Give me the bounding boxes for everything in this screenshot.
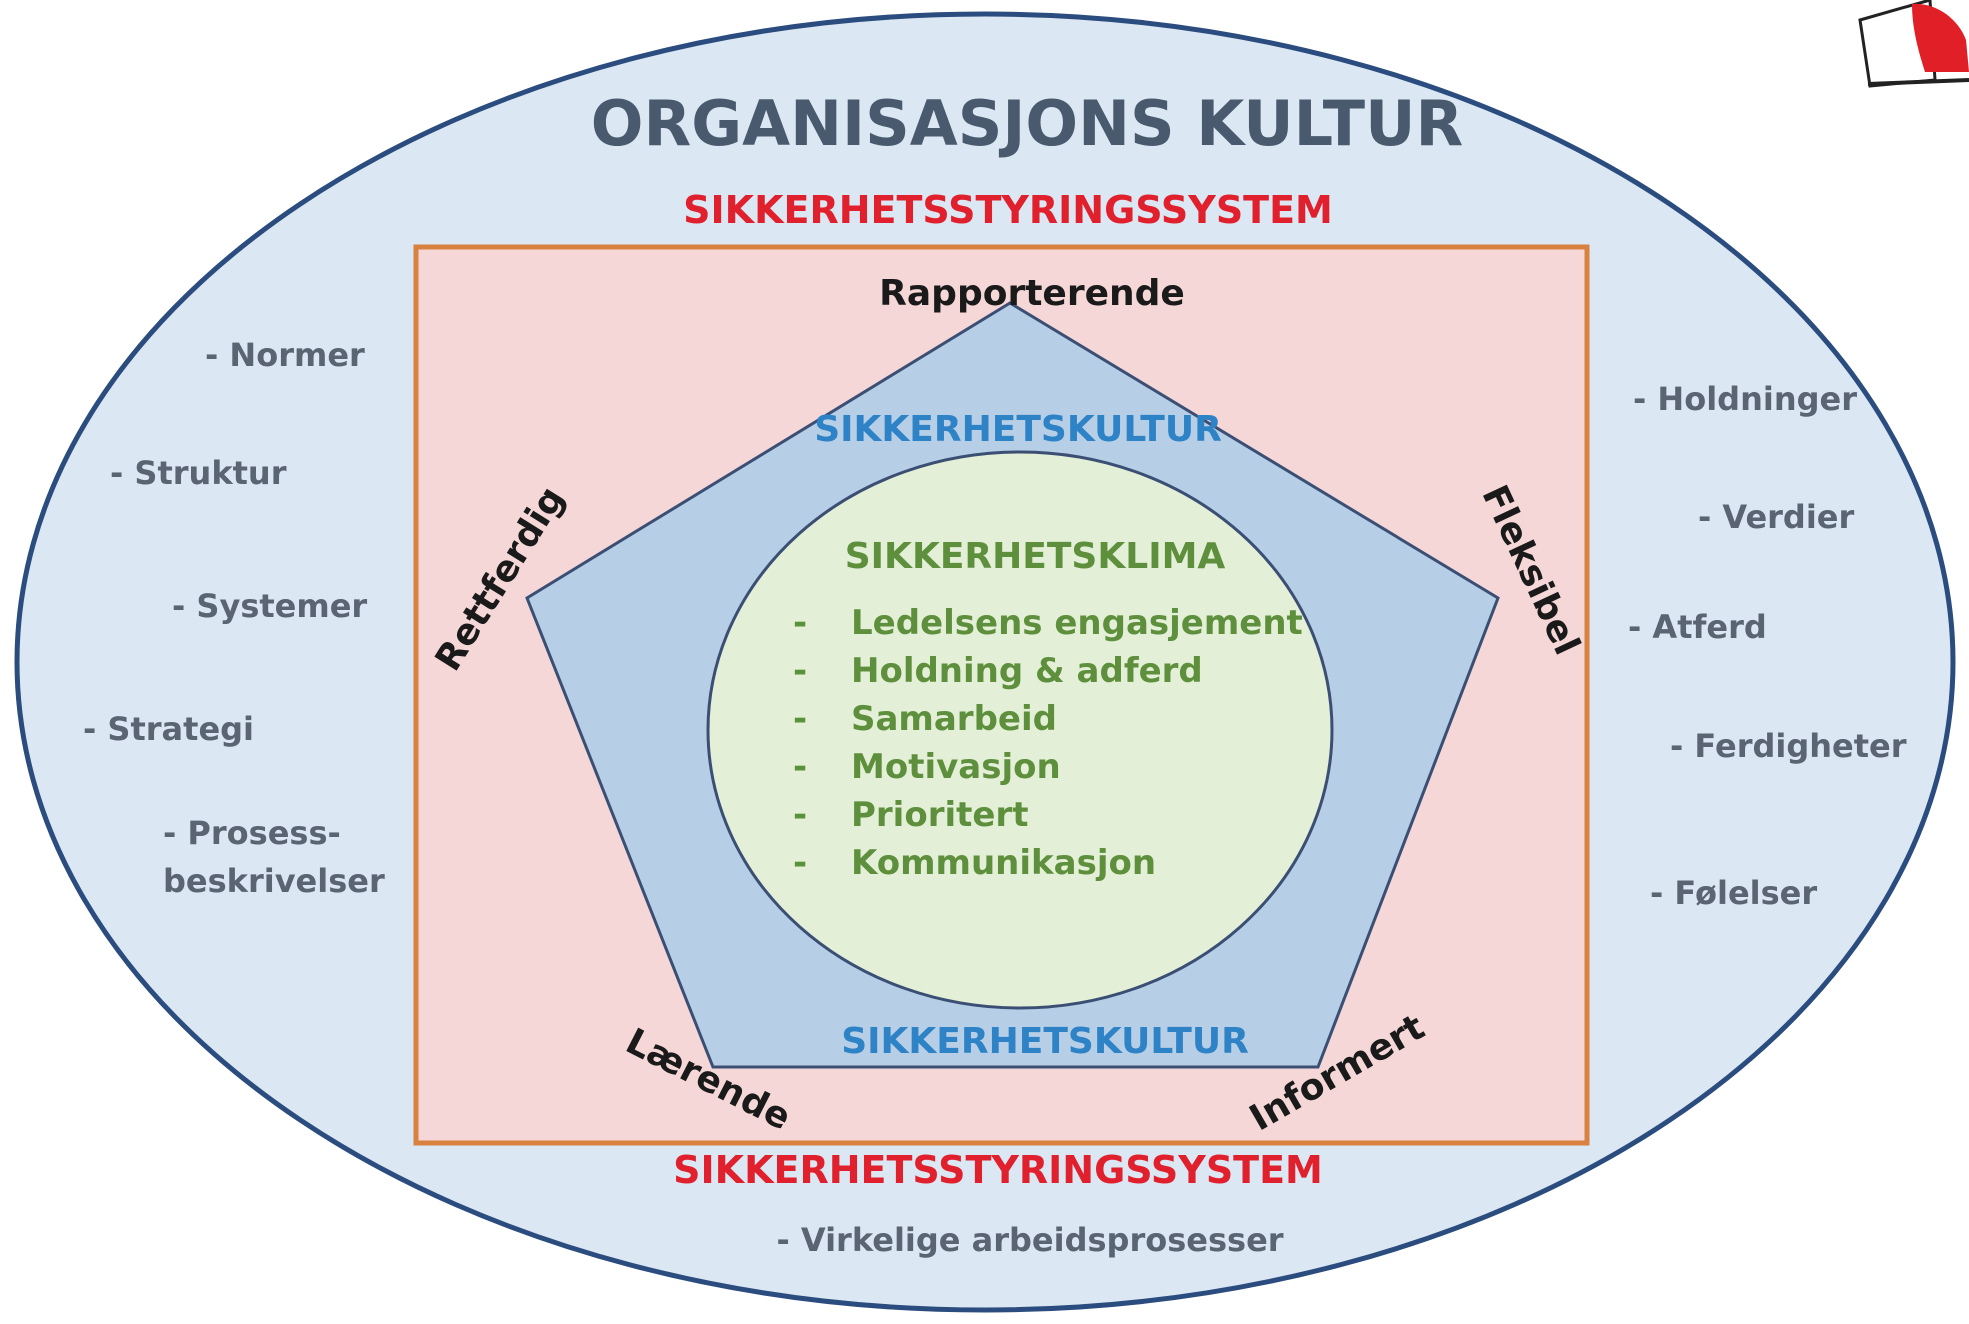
right-item: - Følelser [1650, 874, 1817, 912]
climate-list: - Ledelsens engasjement - Holdning & adf… [793, 603, 1303, 883]
climate-bullet: - [793, 795, 807, 835]
culture-label-bottom: SIKKERHETSKULTUR [841, 1021, 1249, 1062]
climate-item: Ledelsens engasjement [851, 603, 1303, 643]
right-item: - Holdninger [1633, 380, 1857, 418]
climate-item: Kommunikasjon [851, 843, 1156, 883]
left-item: - Normer [205, 336, 365, 374]
culture-label-top: SIKKERHETSKULTUR [814, 409, 1222, 450]
climate-item: Samarbeid [851, 699, 1057, 739]
left-item: - Prosess- [163, 814, 341, 852]
system-label-bottom: SIKKERHETSSTYRINGSSYSTEM [673, 1148, 1323, 1192]
vertex-label-top: Rapporterende [879, 273, 1185, 314]
climate-item: Prioritert [851, 795, 1028, 835]
safety-climate-circle [706, 450, 1334, 1010]
right-items: - Holdninger - Verdier - Atferd - Ferdig… [1628, 380, 1907, 912]
left-item: - Systemer [172, 587, 367, 625]
climate-bullet: - [793, 843, 807, 883]
red-sail-logo-icon [1858, 0, 1969, 88]
climate-item: Motivasjon [851, 747, 1061, 787]
climate-bullet: - [793, 747, 807, 787]
bottom-item: - Virkelige arbeidsprosesser [776, 1221, 1283, 1259]
page-title: ORGANISASJONS KULTUR [591, 87, 1463, 160]
left-item: - Strategi [83, 710, 254, 748]
left-items: - Normer - Struktur - Systemer - Strateg… [83, 336, 385, 900]
climate-title: SIKKERHETSKLIMA [845, 536, 1226, 577]
climate-bullet: - [793, 699, 807, 739]
right-item: - Atferd [1628, 608, 1767, 646]
system-label-top: SIKKERHETSSTYRINGSSYSTEM [683, 188, 1333, 232]
left-item: beskrivelser [163, 862, 385, 900]
climate-item: Holdning & adferd [851, 651, 1203, 691]
climate-bullet: - [793, 651, 807, 691]
right-item: - Verdier [1698, 498, 1855, 536]
left-item: - Struktur [110, 454, 287, 492]
climate-bullet: - [793, 603, 807, 643]
right-item: - Ferdigheter [1670, 727, 1907, 765]
